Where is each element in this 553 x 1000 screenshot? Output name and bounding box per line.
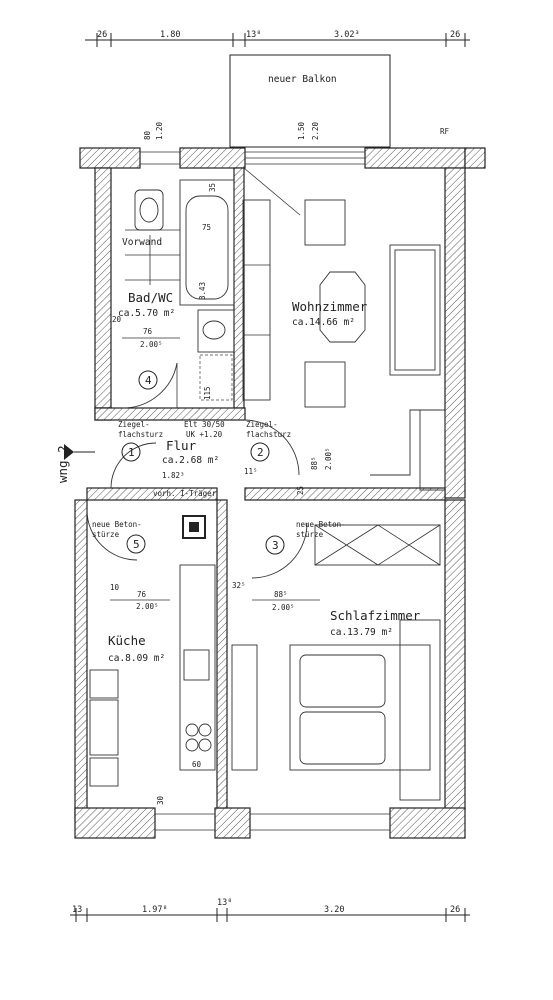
wng-arrow: wng.2 — [55, 444, 95, 483]
dim-flur-115: 11⁵ — [244, 467, 258, 476]
doors — [86, 362, 308, 579]
room-name-kueche: Küche — [108, 633, 146, 648]
door-numbers: 4 1 2 3 5 — [121, 370, 285, 555]
dim-top-2: 1.80 — [160, 30, 180, 40]
door-number-3: 3 — [272, 539, 279, 552]
wng-label: wng.2 — [55, 445, 70, 483]
dim-bottom-4: 3.20 — [324, 905, 344, 915]
dim-top-4: 3.02³ — [334, 30, 360, 40]
door-number-1: 1 — [128, 446, 135, 459]
bottom-dimension-line: 13 1.97⁸ 13⁸ 3.20 26 — [70, 898, 470, 922]
dim-bath-343: 3.43 — [198, 282, 207, 300]
note-ziegel-right-1: Ziegel- — [246, 420, 278, 429]
dim-top-5: 26 — [450, 30, 460, 40]
door-number-2: 2 — [257, 446, 264, 459]
note-beton-right-2: stürze — [296, 530, 324, 539]
dim-bottom-2: 1.97⁸ — [142, 905, 168, 915]
interior-dimensions: 75 35 3.43 20 76 2.00⁵ 115 1.82³ 11⁵ 88⁵… — [110, 183, 333, 805]
dim-wz-2005: 2.00⁵ — [324, 447, 333, 470]
walls — [74, 147, 486, 839]
note-ziegel-left-2: flachsturz — [118, 430, 163, 439]
dim-win-left-1: 80 — [143, 130, 152, 140]
top-dimension-line: 26 1.80 13⁸ 3.02³ 26 — [85, 30, 470, 47]
balcony: neuer Balkon — [229, 54, 391, 148]
note-beton-right-1: neue Beton- — [296, 520, 346, 529]
door-number-5: 5 — [133, 538, 140, 551]
dim-bath-20: 20 — [112, 315, 122, 324]
note-elt-1: Elt 30/50 — [184, 420, 225, 429]
dim-bath-2005: 2.00⁵ — [140, 340, 163, 349]
room-area-wohnzimmer: ca.14.66 m² — [292, 317, 355, 328]
dim-win-right-2: 2.20 — [311, 121, 320, 140]
dim-win-right-1: 1.50 — [297, 121, 306, 140]
dim-top-1: 26 — [97, 30, 107, 40]
note-elt-2: UK +1.20 — [186, 430, 223, 439]
dim-bath-75: 75 — [202, 223, 211, 232]
room-area-schlafzimmer: ca.13.79 m² — [330, 627, 393, 638]
note-ziegel-left-1: Ziegel- — [118, 420, 150, 429]
dim-bath-115: 115 — [203, 386, 212, 400]
dim-k-30: 30 — [156, 795, 165, 805]
door-number-4: 4 — [145, 374, 152, 387]
room-name-bad: Bad/WC — [128, 290, 173, 305]
note-beton-left-1: neue Beton- — [92, 520, 142, 529]
bathroom-fixtures — [125, 179, 235, 401]
note-ziegel-right-2: flachsturz — [246, 430, 291, 439]
dim-s-2005: 2.00⁵ — [272, 603, 295, 612]
dim-k-2005: 2.00⁵ — [136, 602, 159, 611]
dim-top-3: 13⁸ — [246, 30, 261, 40]
dim-wz-885: 88⁵ — [310, 456, 319, 470]
dim-bottom-1: 13 — [72, 905, 82, 915]
room-area-flur: ca.2.68 m² — [162, 455, 219, 466]
dim-k-10: 10 — [110, 583, 120, 592]
dim-bath-35: 35 — [208, 183, 217, 192]
dim-flur-1823: 1.82³ — [162, 471, 185, 480]
dim-bottom-5: 26 — [450, 905, 460, 915]
dim-win-left-2: 1.20 — [155, 121, 164, 140]
room-name-schlafzimmer: Schlafzimmer — [330, 608, 421, 623]
dim-s-325: 32⁵ — [232, 581, 246, 590]
bedroom-furniture — [231, 524, 441, 801]
kitchen-fixtures — [89, 564, 216, 787]
dim-bath-76: 76 — [143, 327, 153, 336]
vorwand-label: Vorwand — [122, 237, 162, 248]
room-name-flur: Flur — [166, 438, 197, 453]
dim-wz-25: 25 — [296, 486, 305, 495]
living-room-furniture — [242, 167, 446, 491]
dim-k-60: 60 — [192, 760, 202, 769]
note-traeger: vorh. I-Träger — [153, 489, 217, 498]
room-area-bad: ca.5.70 m² — [118, 308, 175, 319]
note-beton-left-2: stürze — [92, 530, 120, 539]
dim-s-885: 88⁵ — [274, 590, 288, 599]
dim-bottom-3: 13⁸ — [217, 898, 232, 908]
balcony-label: neuer Balkon — [268, 74, 337, 85]
dim-k-76: 76 — [137, 590, 147, 599]
rf-label: RF — [440, 127, 450, 136]
room-name-wohnzimmer: Wohnzimmer — [292, 299, 368, 314]
room-area-kueche: ca.8.09 m² — [108, 653, 165, 664]
